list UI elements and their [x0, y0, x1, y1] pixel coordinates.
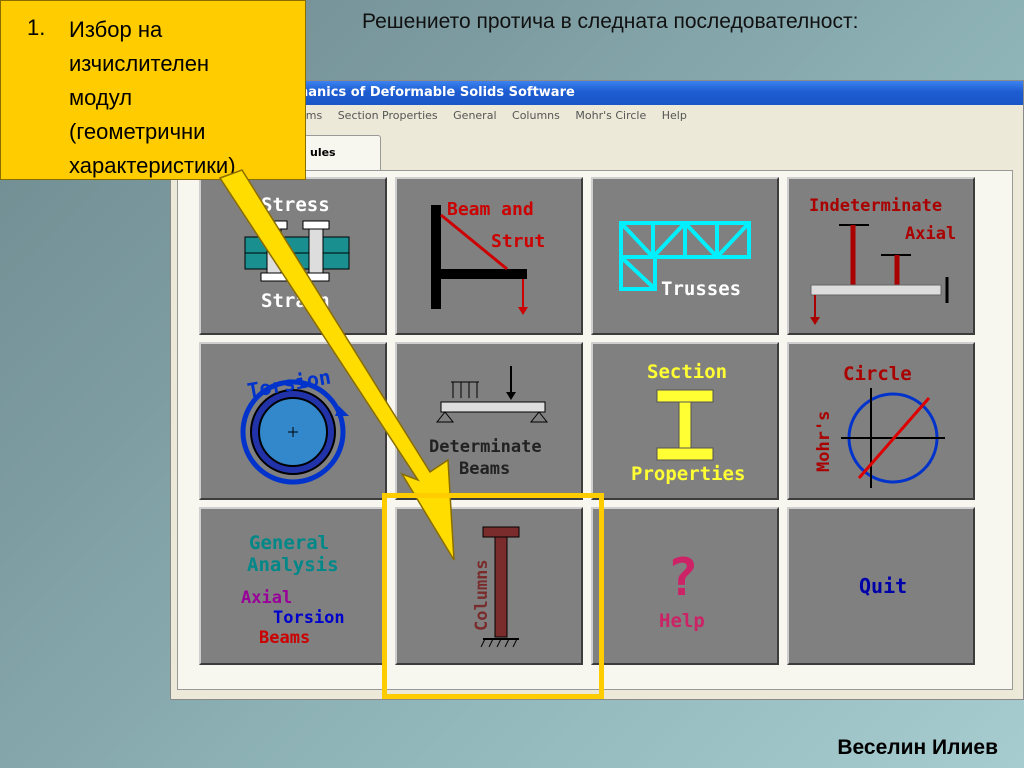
columns-label: Columns: [472, 559, 492, 631]
section-label: Section: [647, 361, 727, 383]
properties-label: Properties: [631, 463, 745, 485]
trusses-button[interactable]: Trusses: [591, 177, 779, 335]
torsion-button[interactable]: Torsion: [199, 342, 387, 500]
quit-label: Quit: [859, 574, 907, 598]
general-label: General: [249, 532, 329, 554]
callout-number: 1.: [27, 15, 46, 40]
indeterminate-axial-button[interactable]: Indeterminate Axial: [787, 177, 975, 335]
help-label: Help: [659, 610, 705, 632]
torsion-analysis-label: Torsion: [273, 608, 345, 628]
circle-label: Circle: [843, 363, 912, 385]
window-titlebar: hanics of Deformable Solids Software: [171, 81, 1023, 105]
truss-icon: [619, 221, 751, 291]
i-beam-section-icon: [656, 389, 714, 461]
callout-line: (геометрични: [69, 119, 206, 144]
mohr-circle-icon: [841, 388, 945, 488]
beam-and-strut-button[interactable]: Beam and Strut: [395, 177, 583, 335]
menu-item-columns[interactable]: Columns: [512, 109, 560, 122]
help-button[interactable]: ? Help: [591, 507, 779, 665]
callout-line: характеристики): [69, 153, 236, 178]
menu-item-help[interactable]: Help: [661, 109, 687, 122]
mohrs-label: Mohr's: [814, 411, 834, 472]
beam-and-label: Beam and: [447, 199, 534, 220]
columns-button[interactable]: Columns: [395, 507, 583, 665]
beams-label: Beams: [459, 459, 510, 479]
callout-box: 1. Избор на изчислителен модул (геометри…: [0, 0, 306, 180]
trusses-label: Trusses: [661, 278, 741, 300]
analysis-label: Analysis: [247, 554, 339, 576]
section-properties-button[interactable]: Section Properties: [591, 342, 779, 500]
menu-item-general[interactable]: General: [453, 109, 497, 122]
quit-button[interactable]: Quit: [787, 507, 975, 665]
menu-item-mohrs-circle[interactable]: Mohr's Circle: [575, 109, 647, 122]
general-analysis-button[interactable]: General Analysis Axial Torsion Beams: [199, 507, 387, 665]
menu-item-section-properties[interactable]: Section Properties: [337, 109, 438, 122]
axial-label: Axial: [905, 224, 956, 244]
beam-strut-icon: [431, 205, 528, 315]
axial-bar-icon: [810, 224, 949, 325]
highlight-frame: [382, 493, 604, 699]
strain-label: Strain: [261, 290, 330, 312]
indeterminate-label: Indeterminate: [809, 196, 942, 216]
strut-label: Strut: [491, 231, 545, 252]
determinate-beams-button[interactable]: Determinate Beams: [395, 342, 583, 500]
callout-line: изчислителен: [69, 51, 210, 76]
help-question-icon: ?: [667, 548, 698, 608]
callout-line: Избор на: [69, 17, 163, 42]
mohrs-circle-button[interactable]: Circle Mohr's: [787, 342, 975, 500]
tab-modules[interactable]: ules: [299, 135, 381, 171]
beams-analysis-label: Beams: [259, 628, 310, 648]
author-name: Веселин Илиев: [837, 736, 998, 759]
callout-line: модул: [69, 85, 133, 110]
stress-strain-button[interactable]: Stress Strain: [199, 177, 387, 335]
bolted-joint-icon: [244, 220, 350, 282]
simply-supported-beam-icon: [435, 366, 549, 423]
callout-text: Избор на изчислителен модул (геометрични…: [69, 13, 299, 183]
column-icon: [480, 526, 520, 648]
stress-label: Stress: [261, 194, 330, 216]
slide-heading: Решението протича в следната последовате…: [362, 10, 859, 33]
determinate-label: Determinate: [429, 437, 542, 457]
axial-analysis-label: Axial: [241, 588, 292, 608]
